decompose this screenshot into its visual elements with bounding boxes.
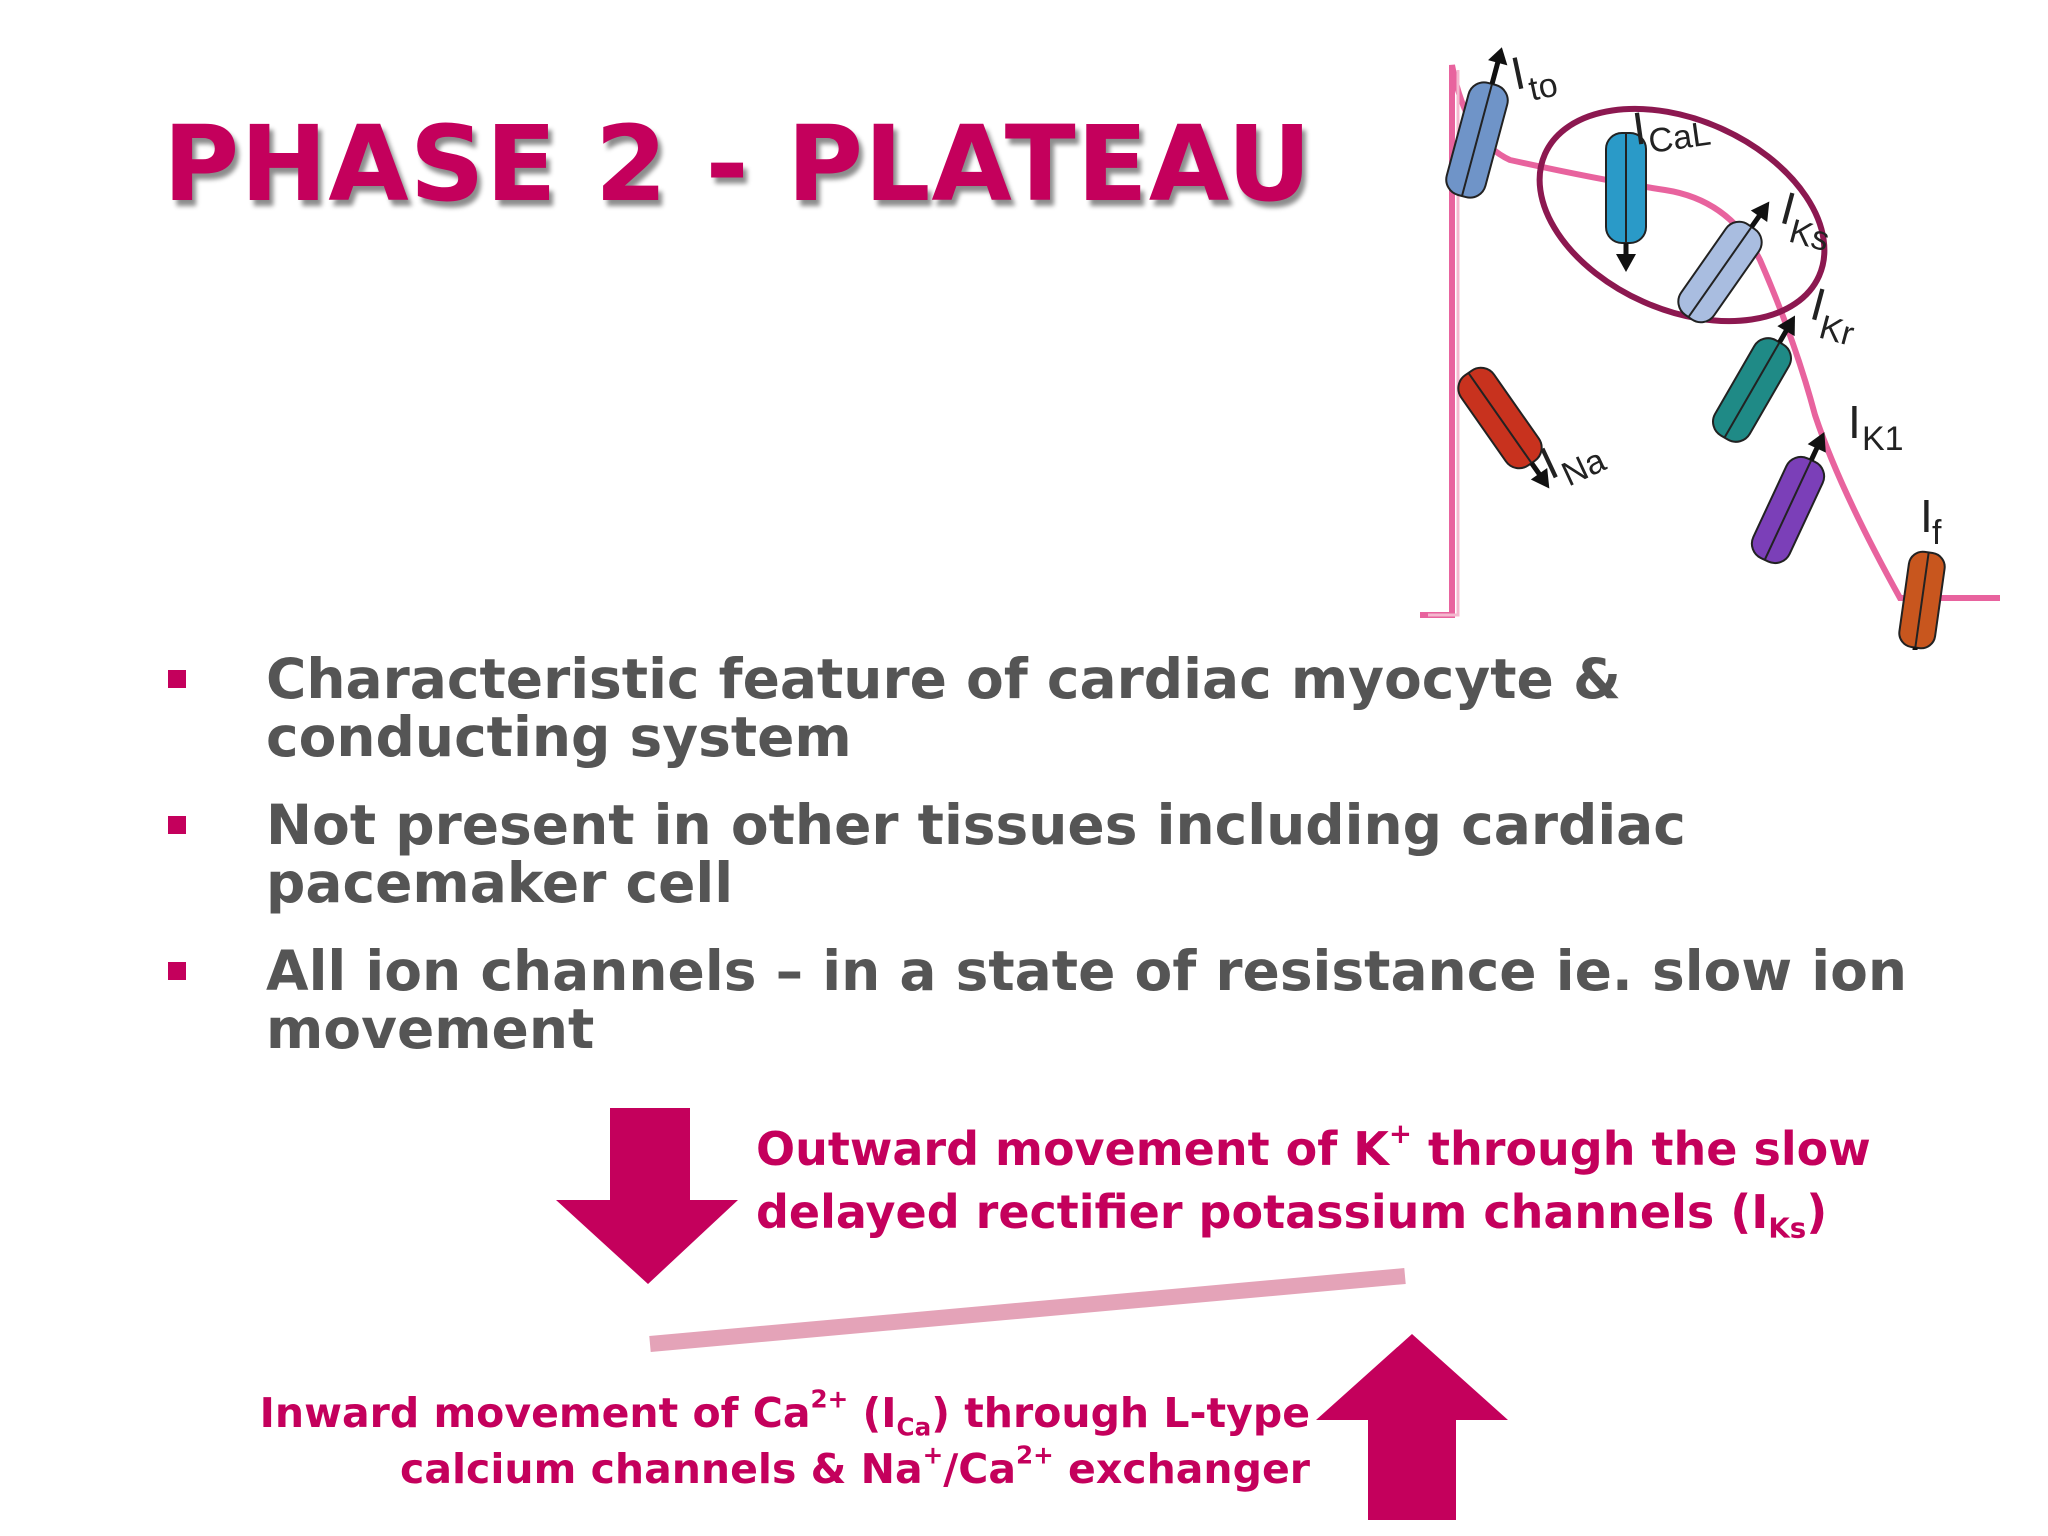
- outward-movement-note: Outward movement of K+ through the slow …: [756, 1118, 1871, 1244]
- channel-ical-icon: [1605, 132, 1647, 272]
- svg-text:f: f: [1932, 514, 1942, 552]
- bullet-marker-icon: [168, 962, 186, 980]
- bullet-marker-icon: [168, 816, 186, 834]
- up-arrow-icon: [1316, 1334, 1508, 1520]
- channel-ina-icon: [1457, 366, 1550, 489]
- channel-ito-label: I to: [1506, 46, 1561, 109]
- highlight-ellipse: [1536, 105, 1828, 325]
- action-potential-diagram: I to I CaL I Ks I Kr I: [1420, 46, 2000, 650]
- channel-ikr-icon: [1712, 315, 1795, 443]
- action-potential-faint-trace: [1428, 70, 1460, 617]
- channel-if-icon: [1898, 550, 1946, 650]
- svg-text:K1: K1: [1862, 420, 1904, 458]
- bullet-item: Characteristic feature of cardiac myocyt…: [160, 650, 1910, 766]
- channel-iks-icon: [1677, 201, 1770, 324]
- bullet-item: Not present in other tissues including c…: [160, 796, 1910, 912]
- channel-ina-label: I Na: [1532, 437, 1612, 494]
- bullet-text: Not present in other tissues including c…: [266, 793, 1686, 915]
- channel-if-label: I f: [1920, 490, 1942, 552]
- slide-title: PHASE 2 - PLATEAU: [163, 103, 1313, 225]
- svg-text:I: I: [1920, 490, 1933, 542]
- channel-ik1-icon: [1750, 432, 1826, 565]
- outward-line-2: delayed rectifier potassium channels (IK…: [756, 1185, 1828, 1245]
- channel-ik1-label: I K1: [1848, 396, 1904, 458]
- svg-text:I: I: [1848, 396, 1861, 448]
- channel-ito-icon: [1445, 47, 1509, 199]
- bullet-marker-icon: [168, 670, 186, 688]
- channel-ical-label: I CaL: [1629, 102, 1713, 161]
- bullet-list: Characteristic feature of cardiac myocyt…: [160, 650, 1910, 1088]
- svg-text:to: to: [1525, 66, 1561, 109]
- balance-bar: [649, 1268, 1406, 1352]
- svg-text:CaL: CaL: [1646, 115, 1713, 161]
- bullet-item: All ion channels – in a state of resista…: [160, 942, 1910, 1058]
- bullet-text: All ion channels – in a state of resista…: [266, 939, 1908, 1061]
- inward-line-2: calcium channels & Na+/Ca2+ exchanger: [400, 1440, 1310, 1493]
- outward-line-1: Outward movement of K+ through the slow: [756, 1116, 1871, 1176]
- bullet-text: Characteristic feature of cardiac myocyt…: [266, 647, 1621, 769]
- inward-line-1: Inward movement of Ca2+ (ICa) through L-…: [259, 1384, 1310, 1442]
- inward-movement-note: Inward movement of Ca2+ (ICa) through L-…: [260, 1385, 1310, 1497]
- svg-text:Na: Na: [1556, 441, 1612, 494]
- down-arrow-icon: [556, 1108, 738, 1284]
